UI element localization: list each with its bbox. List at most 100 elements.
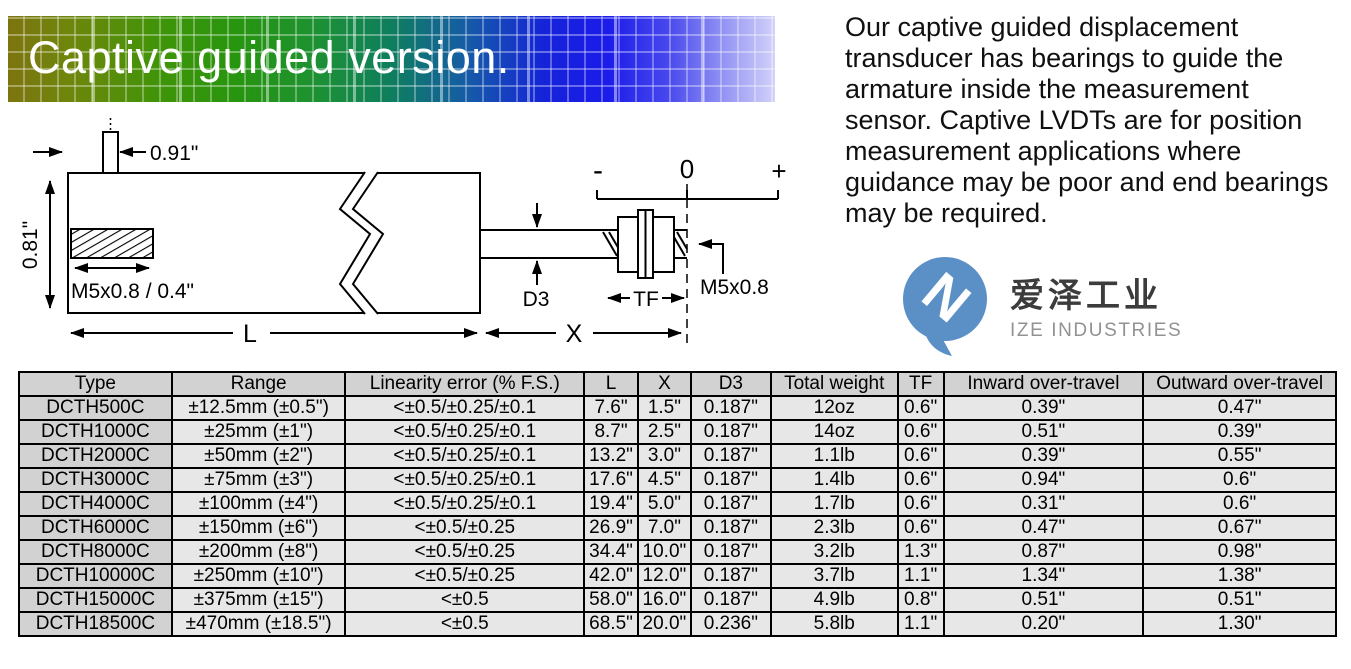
table-cell: ±75mm (±3") [170,467,347,493]
table-cell: 0.6" [1142,491,1337,517]
table-cell: 0.187" [689,491,772,517]
table-cell: 0.31" [942,491,1145,517]
table-cell: 0.187" [689,395,772,421]
table-cell: 0.187" [689,443,772,469]
table-cell: 0.20" [942,611,1145,637]
table-cell: <±0.5/±0.25/±0.1 [344,491,586,517]
table-cell: 0.187" [689,515,772,541]
table-cell: 7.0" [636,515,692,541]
table-cell: <±0.5/±0.25/±0.1 [344,443,586,469]
table-cell: 7.6" [583,395,639,421]
table-cell-type: DCTH2000C [18,443,173,469]
dim-label-thread-length: TF [633,288,659,311]
table-cell: <±0.5/±0.25 [344,563,586,589]
col-header-inward-over-travel: Inward over-travel [942,371,1145,397]
table-cell: 0.67" [1142,515,1337,541]
dim-label-stroke-length: X [566,320,583,348]
table-cell: 3.7lb [769,563,899,589]
table-cell: 0.39" [1142,419,1337,445]
nut-right [652,216,675,273]
table-cell-type: DCTH10000C [18,563,173,589]
table-cell: 0.187" [689,539,772,565]
table-cell: 12oz [769,395,899,421]
break-line [351,171,385,315]
table-cell: 0.87" [942,539,1145,565]
table-cell: 0.6" [896,515,945,541]
break-gap [340,172,383,314]
table-cell: ±50mm (±2") [170,443,347,469]
table-cell: 19.4" [583,491,639,517]
table-cell: 1.38" [1142,563,1337,589]
table-cell: 1.1lb [769,443,899,469]
col-header-range: Range [170,371,347,397]
company-logo: N 爱泽工业 IZE INDUSTRIES [898,252,1182,358]
table-cell: 0.39" [942,395,1145,421]
table-cell: 0.94" [942,467,1145,493]
table-cell: <±0.5 [344,587,586,613]
dim-label-pin-offset: 0.91" [150,142,198,165]
table-cell-type: DCTH1000C [18,419,173,445]
table-cell: 3.2lb [769,539,899,565]
col-header-total-weight: Total weight [769,371,899,397]
table-cell: 0.187" [689,563,772,589]
dim-label-body-height: 0.81" [19,221,42,269]
intro-text: Our captive guided displacement transduc… [845,12,1329,228]
table-cell: 0.6" [896,395,945,421]
break-line [338,171,372,315]
table-cell-type: DCTH15000C [18,587,173,613]
table-cell: ±470mm (±18.5") [170,611,347,637]
dim-label-tip-thread: M5x0.8 [700,276,769,299]
table-cell-type: DCTH3000C [18,467,173,493]
table-cell: 0.6" [896,491,945,517]
table-cell: 68.5" [583,611,639,637]
table-cell: 42.0" [583,563,639,589]
table-cell: 1.4lb [769,467,899,493]
table-cell: 26.9" [583,515,639,541]
table-cell: 1.34" [942,563,1145,589]
table-cell: ±100mm (±4") [170,491,347,517]
table-cell-type: DCTH4000C [18,491,173,517]
dim-label-body-length: L [243,320,257,348]
table-cell: 0.55" [1142,443,1337,469]
table-cell: 0.6" [896,467,945,493]
table-cell: 1.1" [896,563,945,589]
table-cell: 8.7" [583,419,639,445]
col-header-tf: TF [896,371,945,397]
table-cell: ±250mm (±10") [170,563,347,589]
table-cell: 1.7lb [769,491,899,517]
table-cell: <±0.5/±0.25 [344,515,586,541]
logo-mark-icon: N [903,257,987,356]
table-cell: 4.5" [636,467,692,493]
table-cell: 0.51" [942,419,1145,445]
thread-mark [602,231,618,257]
table-cell: 0.98" [1142,539,1337,565]
thread-mark [676,231,688,250]
table-cell-type: DCTH18500C [18,611,173,637]
dim-label-rod-diameter: D3 [523,288,550,311]
table-cell: 1.5" [636,395,692,421]
table-cell: 58.0" [583,587,639,613]
transducer-body [67,172,481,314]
table-cell: 20.0" [636,611,692,637]
threaded-rod-hatch [70,228,154,259]
table-cell: 0.51" [1142,587,1337,613]
table-cell: 1.30" [1142,611,1337,637]
col-header-x: X [636,371,692,397]
nut-left [617,216,639,273]
table-cell: 12.0" [636,563,692,589]
table-cell: 0.39" [942,443,1145,469]
table-cell: <±0.5/±0.25/±0.1 [344,395,586,421]
table-cell: 34.4" [583,539,639,565]
table-cell: ±12.5mm (±0.5") [170,395,347,421]
